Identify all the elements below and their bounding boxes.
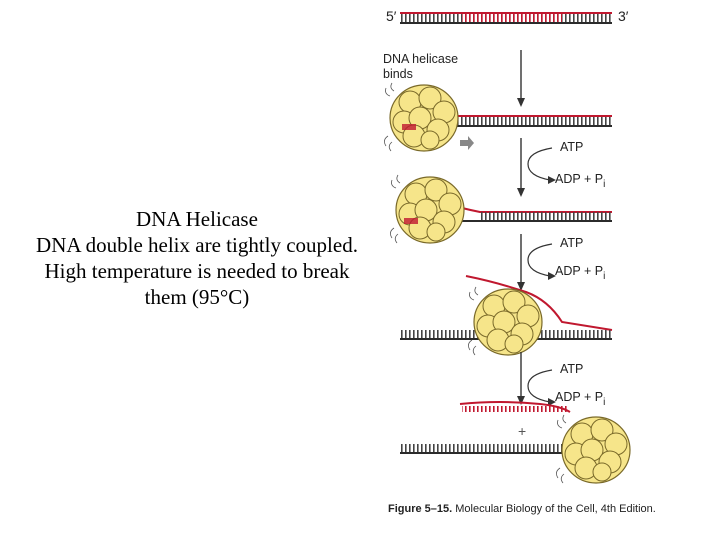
description-line-4: them (95°C): [144, 285, 250, 309]
atp-label-3: ATP: [560, 362, 584, 376]
atp-label-1: ATP: [560, 140, 584, 154]
adp-label-2: ADP + Pi: [555, 264, 606, 282]
duplex-row-3: [389, 174, 612, 244]
step-label-line2: binds: [383, 67, 413, 81]
atp-label-2: ATP: [560, 236, 584, 250]
description-line-1: DNA Helicase: [136, 207, 258, 231]
description-text: DNA Helicase DNA double helix are tightl…: [0, 206, 394, 310]
duplex-row-5: +: [400, 401, 631, 484]
atp-cycle-2: [517, 234, 556, 291]
five-prime-label: 5′: [386, 8, 397, 24]
duplex-row-2: [383, 82, 612, 152]
duplex-row-4: [400, 275, 613, 356]
down-arrow: [517, 50, 525, 107]
adp-label-1: ADP + Pi: [555, 172, 606, 190]
description-line-2: DNA double helix are tightly coupled.: [36, 233, 358, 257]
atp-cycle-1: [517, 138, 556, 197]
figure-caption: Figure 5–15. Molecular Biology of the Ce…: [388, 503, 656, 515]
atp-cycle-3: [517, 352, 556, 406]
adp-label-3: ADP + Pi: [555, 390, 606, 408]
three-prime-label: 3′: [618, 8, 629, 24]
step-label-line1: DNA helicase: [383, 52, 459, 66]
description-line-3: High temperature is needed to break: [44, 259, 350, 283]
svg-text:+: +: [518, 423, 526, 439]
duplex-row-1: [400, 12, 612, 24]
